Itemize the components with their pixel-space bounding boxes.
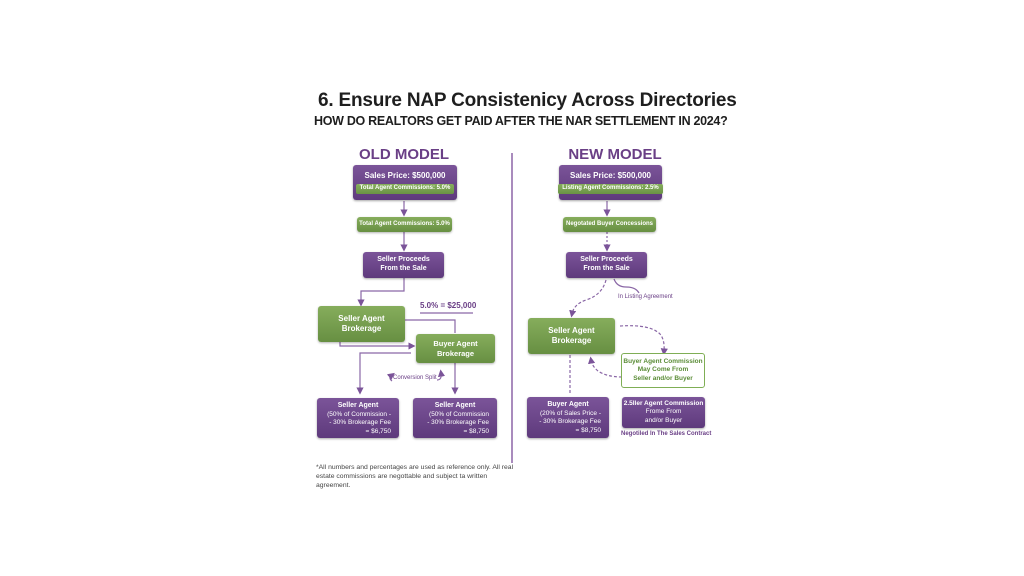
detail-line1: (20% of Sales Price - [539, 409, 601, 417]
proceeds-line1: Seller Proceeds [580, 256, 633, 264]
commission-box-line2: and/or Buyer [644, 416, 683, 424]
agent-detail: (50% of Commission - - 30% Brokerage Fee… [327, 411, 391, 436]
new-sales-price-box: Sales Price: $500,000 Listing Agent Comm… [558, 165, 663, 200]
old-seller-agent-right-box: Seller Agent (50% of Commission - 30% Br… [413, 398, 497, 438]
page-title: 6. Ensure NAP Consistenicy Across Direct… [318, 90, 737, 111]
detail-line1: (50% of Commission - [327, 410, 391, 418]
column-divider [511, 153, 513, 463]
seller-brokerage-line2: Brokerage [551, 336, 592, 345]
old-total-commissions-box: Total Agent Commissions: 5.0% [357, 217, 452, 232]
detail-line2: - 30% Brokerage Fee [427, 419, 489, 427]
page-subtitle: HOW DO REALTORS GET PAID AFTER THE NAR S… [314, 114, 728, 128]
new-seller-brokerage-box: Seller Agent Brokerage [528, 318, 615, 354]
new-listing-commission-pill: Listing Agent Commissions: 2.5% [558, 184, 663, 194]
curve-listing-agreement [613, 278, 640, 294]
arrow-commission-to-brokerage [588, 356, 623, 378]
new-buyer-commission-box: 2.5ller Agent Commission Frome From and/… [622, 397, 705, 428]
buyer-brokerage-line2: Brokerage [436, 348, 475, 358]
commission-box-title: 2.5ller Agent Commission [623, 400, 704, 408]
old-sales-price-label: Sales Price: $500,000 [364, 171, 446, 181]
old-model-heading: OLD MODEL [359, 146, 449, 163]
old-seller-proceeds-box: Seller Proceeds From the Sale [363, 252, 444, 278]
proceeds-line2: From the Sale [380, 265, 427, 272]
line-seller-to-buyer-brokerage [405, 319, 456, 333]
agent-title: Seller Agent [337, 402, 379, 409]
commission-line1: Buyer Agent Commission [623, 358, 703, 366]
footnote: *All numbers and percentages are used as… [316, 464, 514, 490]
in-listing-agreement-label: In Listing Agreement [618, 294, 673, 300]
conversion-split-curl-left [386, 372, 395, 382]
agent-detail: (20% of Sales Price - - 30% Brokerage Fe… [539, 410, 601, 435]
arrow-to-seller-agent-left [356, 352, 411, 395]
agent-title: Seller Agent [434, 402, 476, 409]
old-sales-price-box: Sales Price: $500,000 Total Agent Commis… [353, 165, 457, 200]
agent-title: Buyer Agent [547, 401, 589, 408]
seller-brokerage-line1: Seller Agent [548, 326, 595, 335]
arrow-brokerage-to-commission [619, 325, 668, 356]
commission-line2: May Come From [637, 366, 689, 374]
old-total-commission-pill: Total Agent Commissions: 5.0% [355, 184, 455, 194]
detail-line1: (50% of Commission [429, 410, 489, 418]
old-buyer-brokerage-box: Buyer Agent Brokerage [416, 334, 495, 363]
detail-line3: = $8,750 [463, 427, 489, 435]
negotiated-note: Negotiled In The Sales Contract [621, 431, 712, 437]
buyer-brokerage-line1: Buyer Agent [433, 339, 478, 349]
old-seller-brokerage-box: Seller Agent Brokerage [318, 306, 405, 342]
conversion-split-label: Conversion Split [393, 375, 437, 381]
detail-line3: = $8,750 [575, 426, 601, 434]
seller-brokerage-line2: Brokerage [341, 324, 382, 333]
arrow-proceeds-to-seller-brokerage [357, 278, 405, 307]
commission-box-line1: Frome From [645, 408, 682, 416]
agent-detail: (50% of Commission - 30% Brokerage Fee =… [427, 411, 489, 436]
old-split-amount-label: 5.0% = $25,000 [420, 301, 477, 310]
detail-line2: - 30% Brokerage Fee [329, 419, 391, 427]
detail-line3: = $6,750 [365, 427, 391, 435]
conversion-split-curl-right [436, 369, 446, 381]
proceeds-line2: From the Sale [583, 265, 630, 272]
new-seller-proceeds-box: Seller Proceeds From the Sale [566, 252, 647, 278]
new-model-heading: NEW MODEL [568, 146, 662, 163]
new-sales-price-label: Sales Price: $500,000 [570, 171, 651, 181]
commission-line3: Seller and/or Buyer [633, 374, 693, 382]
detail-line2: - 30% Brokerage Fee [539, 418, 601, 426]
seller-brokerage-line1: Seller Agent [338, 314, 385, 323]
new-buyer-agent-box: Buyer Agent (20% of Sales Price - - 30% … [527, 397, 609, 438]
buyer-commission-source-box: Buyer Agent Commission May Come From Sel… [621, 353, 705, 388]
old-seller-agent-left-box: Seller Agent (50% of Commission - - 30% … [317, 398, 399, 438]
arrow-seller-brokerage-to-buyer [339, 342, 416, 350]
arrow-proceeds-to-seller-brokerage [569, 279, 607, 318]
proceeds-line1: Seller Proceeds [377, 256, 430, 264]
new-buyer-concessions-box: Negotated Buyer Concessions [563, 217, 656, 232]
